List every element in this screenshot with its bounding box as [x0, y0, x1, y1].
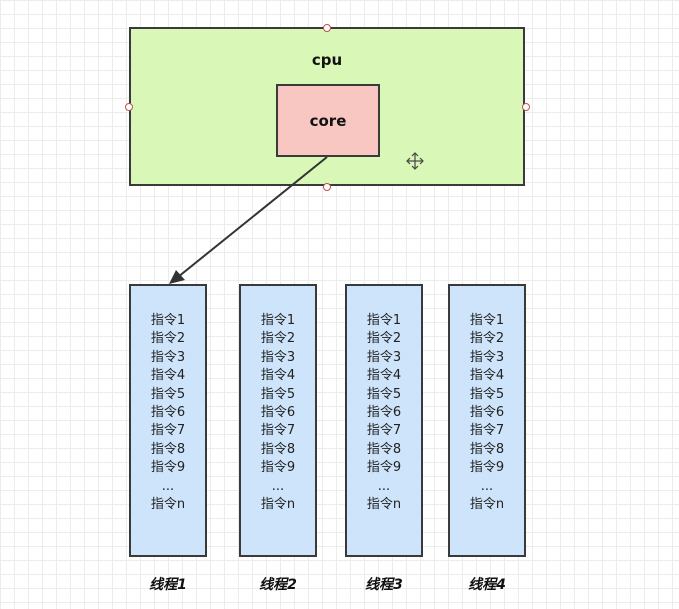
instruction-item: 指令8: [366, 441, 402, 457]
instruction-item: 指令9: [469, 460, 505, 476]
instruction-item: 指令7: [150, 423, 186, 439]
instruction-item: 指令5: [150, 386, 186, 402]
instruction-item: 指令n: [150, 497, 186, 513]
core-box[interactable]: core: [276, 84, 380, 157]
instruction-item: 指令6: [469, 405, 505, 421]
instruction-item: 指令2: [150, 331, 186, 347]
instruction-list: 指令1 指令2 指令3 指令4 指令5 指令6 指令7 指令8 指令9 ... …: [131, 312, 205, 514]
instruction-item: 指令n: [469, 497, 505, 513]
instruction-item: 指令n: [366, 497, 402, 513]
thread-column-3[interactable]: 指令1 指令2 指令3 指令4 指令5 指令6 指令7 指令8 指令9 ... …: [345, 284, 423, 557]
instruction-item: 指令2: [366, 331, 402, 347]
instruction-item: 指令3: [150, 349, 186, 365]
thread-label-2: 线程2: [259, 577, 297, 593]
instruction-item: 指令7: [260, 423, 296, 439]
instruction-item: 指令1: [260, 313, 296, 328]
instruction-item: 指令2: [469, 331, 505, 347]
instruction-item: 指令5: [366, 386, 402, 402]
instruction-item: 指令5: [469, 386, 505, 402]
arrow-head-icon: [169, 270, 185, 284]
instruction-item: 指令4: [260, 368, 296, 384]
instruction-item: ...: [271, 478, 285, 494]
instruction-item: ...: [161, 478, 175, 494]
instruction-item: 指令4: [150, 368, 186, 384]
instruction-item: 指令6: [366, 405, 402, 421]
instruction-item: 指令2: [260, 331, 296, 347]
move-cursor-icon: [406, 152, 424, 170]
instruction-item: 指令7: [366, 423, 402, 439]
instruction-item: 指令8: [260, 441, 296, 457]
instruction-item: 指令1: [469, 313, 505, 328]
instruction-item: ...: [377, 478, 391, 494]
instruction-item: 指令6: [150, 405, 186, 421]
instruction-item: 指令9: [150, 460, 186, 476]
instruction-item: 指令6: [260, 405, 296, 421]
instruction-list: 指令1 指令2 指令3 指令4 指令5 指令6 指令7 指令8 指令9 ... …: [347, 312, 421, 514]
thread-label-3: 线程3: [365, 577, 403, 593]
selection-handle-right[interactable]: [522, 103, 530, 111]
instruction-list: 指令1 指令2 指令3 指令4 指令5 指令6 指令7 指令8 指令9 ... …: [241, 312, 315, 514]
instruction-list: 指令1 指令2 指令3 指令4 指令5 指令6 指令7 指令8 指令9 ... …: [450, 312, 524, 514]
instruction-item: 指令1: [366, 313, 402, 328]
instruction-item: 指令3: [366, 349, 402, 365]
instruction-item: 指令5: [260, 386, 296, 402]
thread-column-4[interactable]: 指令1 指令2 指令3 指令4 指令5 指令6 指令7 指令8 指令9 ... …: [448, 284, 526, 557]
instruction-item: ...: [480, 478, 494, 494]
thread-column-1[interactable]: 指令1 指令2 指令3 指令4 指令5 指令6 指令7 指令8 指令9 ... …: [129, 284, 207, 557]
core-label: core: [309, 111, 347, 130]
instruction-item: 指令8: [469, 441, 505, 457]
instruction-item: 指令9: [260, 460, 296, 476]
selection-handle-bottom[interactable]: [323, 183, 331, 191]
instruction-item: 指令8: [150, 441, 186, 457]
instruction-item: 指令7: [469, 423, 505, 439]
instruction-item: 指令n: [260, 497, 296, 513]
selection-handle-left[interactable]: [125, 103, 133, 111]
instruction-item: 指令4: [469, 368, 505, 384]
instruction-item: 指令9: [366, 460, 402, 476]
thread-column-2[interactable]: 指令1 指令2 指令3 指令4 指令5 指令6 指令7 指令8 指令9 ... …: [239, 284, 317, 557]
instruction-item: 指令4: [366, 368, 402, 384]
thread-label-1: 线程1: [149, 577, 187, 593]
instruction-item: 指令3: [469, 349, 505, 365]
selection-handle-top[interactable]: [323, 24, 331, 32]
cpu-label: cpu: [311, 51, 343, 69]
instruction-item: 指令1: [150, 313, 186, 328]
instruction-item: 指令3: [260, 349, 296, 365]
thread-label-4: 线程4: [468, 577, 506, 593]
